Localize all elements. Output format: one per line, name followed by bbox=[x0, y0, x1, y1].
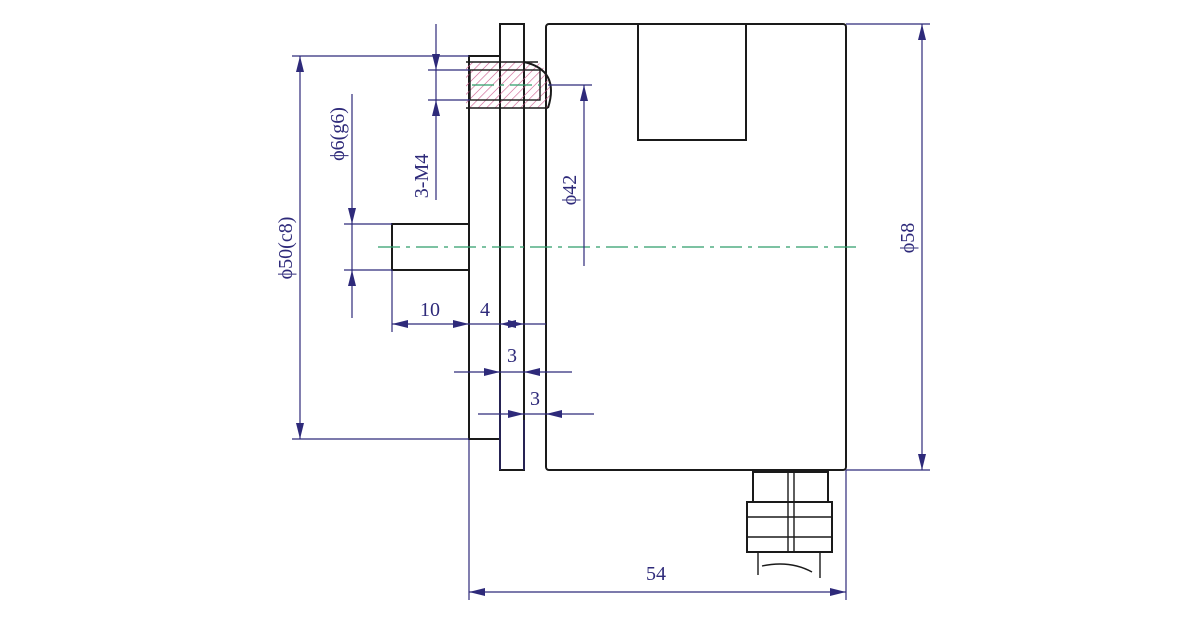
dimension-labels: ϕ50(c8) ϕ6(g6) 3-M4 ϕ42 ϕ58 10 4 3 3 54 bbox=[275, 107, 919, 585]
part-outline bbox=[391, 23, 847, 578]
label-d3a: 3 bbox=[507, 345, 517, 367]
label-phi50: ϕ50(c8) bbox=[275, 217, 297, 280]
connector-window bbox=[637, 23, 747, 141]
label-phi58: ϕ58 bbox=[897, 223, 919, 254]
label-d3b: 3 bbox=[530, 388, 540, 410]
centerlines bbox=[378, 84, 860, 248]
label-d54: 54 bbox=[646, 563, 666, 585]
cable-gland bbox=[746, 471, 833, 578]
dimension-lines bbox=[292, 23, 930, 600]
label-d4: 4 bbox=[480, 299, 490, 321]
label-phi6: ϕ6(g6) bbox=[327, 107, 349, 161]
label-phi42: ϕ42 bbox=[559, 175, 581, 206]
label-d10: 10 bbox=[420, 299, 440, 321]
m4-screw-section bbox=[466, 61, 552, 109]
label-m4: 3-M4 bbox=[411, 154, 433, 198]
